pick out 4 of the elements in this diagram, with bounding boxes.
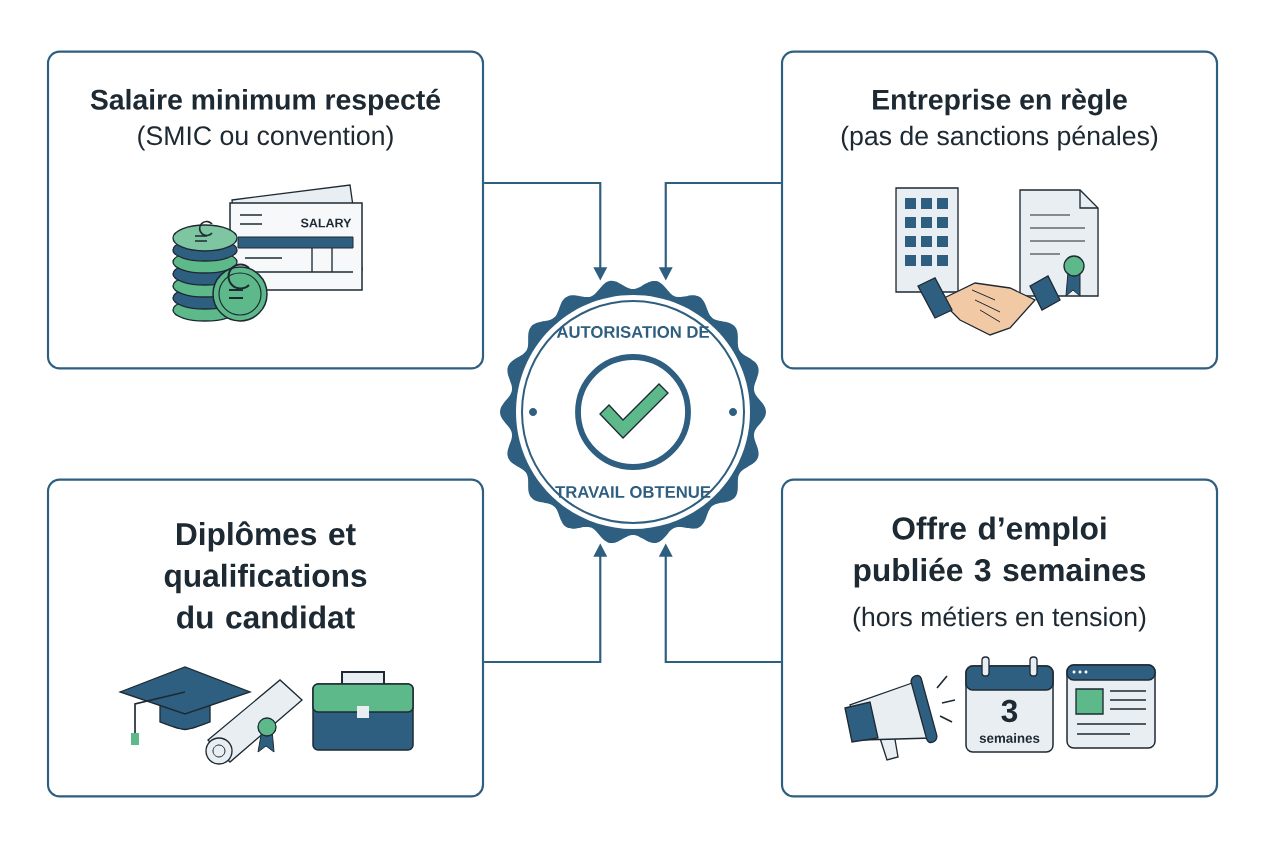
calendar-label: semaines — [979, 733, 1040, 743]
seal: AUTORISATION DE TRAVAIL OBTENUE — [500, 280, 766, 544]
salary-label: SALARY — [300, 218, 352, 228]
calendar-number: 3 — [1001, 699, 1018, 723]
